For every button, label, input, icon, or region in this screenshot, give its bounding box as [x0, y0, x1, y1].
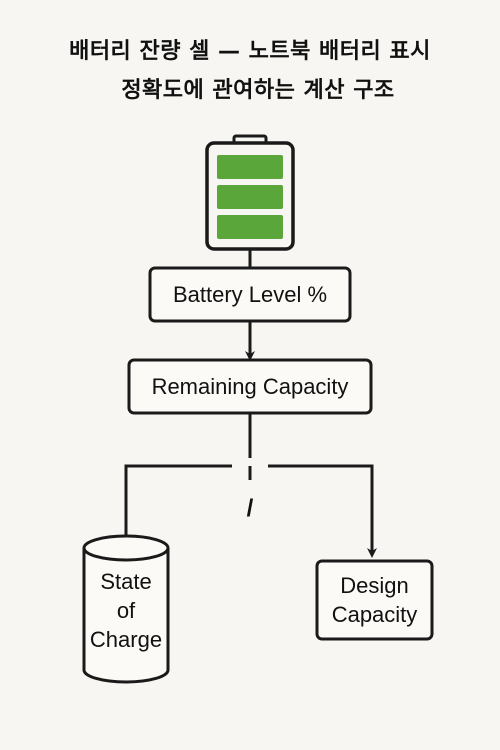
diagram-title-line-2: 정확도에 관여하는 계산 구조	[121, 78, 395, 103]
design-capacity-box	[315, 559, 434, 641]
battery-cell-middle	[217, 185, 283, 209]
remaining-capacity-label: Remaining Capacity	[151, 373, 349, 399]
battery-cell-top	[217, 155, 283, 179]
divide-symbol: /	[246, 495, 254, 522]
design-capacity-label: Design Capacity	[331, 573, 418, 627]
connector-to-state-of-charge	[124, 464, 232, 535]
battery-level-label: Battery Level %	[172, 281, 328, 307]
diagram-title-line-1: 배터리 잔량 셀 — 노트북 배터리 표시	[69, 39, 431, 64]
battery-cell-bottom	[217, 215, 283, 239]
state-of-charge-cylinder	[82, 534, 170, 684]
arrow-to-design-capacity	[268, 464, 377, 558]
state-of-charge-label: State of Charge	[89, 568, 163, 652]
battery-icon	[205, 134, 295, 251]
